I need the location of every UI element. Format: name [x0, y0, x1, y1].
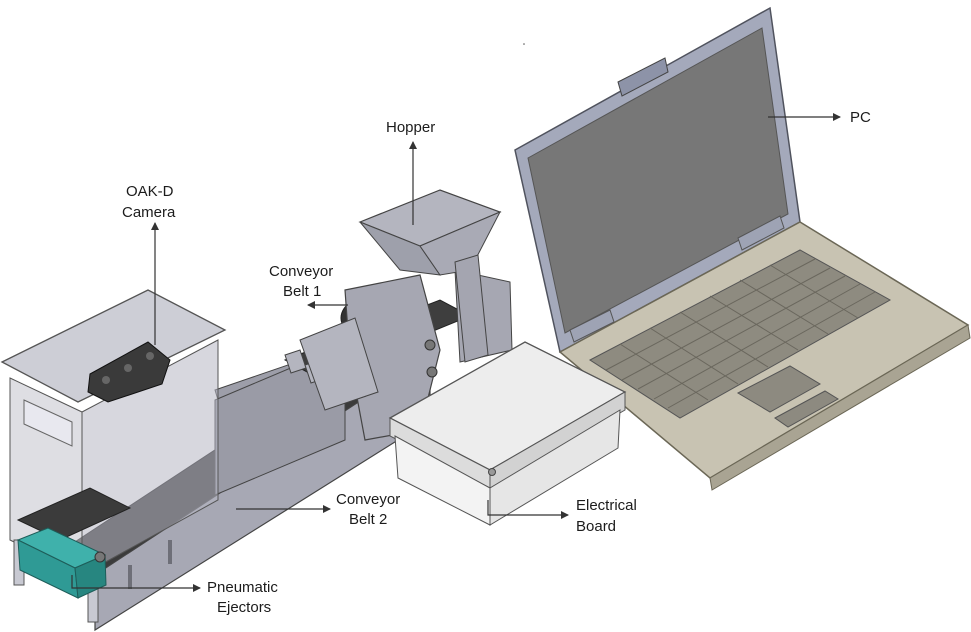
- conveyor-belt-1-label-line1: Conveyor: [269, 263, 333, 280]
- box-lid-side: [489, 391, 626, 489]
- stray-dot: [523, 43, 525, 45]
- laptop-hinge-left: [569, 309, 615, 343]
- box-screw: [488, 468, 496, 476]
- conveyor-belt-2-label-line2: Belt 2: [349, 511, 387, 528]
- camera-lens: [102, 376, 110, 384]
- conveyor-belt-1-label-line2: Belt 1: [283, 283, 321, 300]
- laptop-webcam: [617, 57, 669, 97]
- laptop-base-edge: [709, 324, 971, 491]
- belt-1-bolt: [426, 366, 438, 378]
- enclosure-lid: [0, 289, 227, 403]
- belt-2-slot: [128, 565, 132, 589]
- electrical-board-label-line1: Electrical: [576, 497, 637, 514]
- laptop-screen: [527, 27, 789, 334]
- ejector-bolt: [94, 551, 106, 563]
- electrical-board-box: [388, 341, 627, 526]
- pc-label: PC: [850, 109, 871, 126]
- pneumatic-ejectors-label-line2: Ejectors: [217, 599, 271, 616]
- enclosure-window: [23, 399, 73, 447]
- oak-camera-label-line2: Camera: [122, 204, 176, 221]
- pneumatic-ejectors-arrow: [71, 575, 201, 592]
- camera-enclosure: [0, 289, 227, 623]
- conveyor-belt-2-label-line1: Conveyor: [336, 491, 400, 508]
- belt-1-bolt: [424, 339, 436, 351]
- touchpad-buttons: [774, 390, 839, 428]
- touchpad: [736, 365, 821, 413]
- hopper-label: Hopper: [386, 119, 435, 136]
- leader-arrows: [71, 113, 841, 592]
- hopper-support: [454, 254, 489, 363]
- belt-1-guide-teeth: [284, 317, 379, 411]
- keyboard-keys: [605, 258, 876, 409]
- camera-lens: [146, 352, 154, 360]
- oak-camera-label-line1: OAK-D: [126, 183, 174, 200]
- laptop-hinge-right: [737, 215, 785, 251]
- laptop: [514, 6, 971, 491]
- belt-2-slot: [168, 540, 172, 564]
- electrical-board-label-line2: Board: [576, 518, 616, 535]
- pneumatic-ejectors-label-line1: Pneumatic: [207, 579, 278, 596]
- camera-lens: [124, 364, 132, 372]
- electrical-board-arrow: [487, 500, 569, 519]
- hopper: [358, 189, 502, 363]
- box-body-side: [489, 409, 621, 526]
